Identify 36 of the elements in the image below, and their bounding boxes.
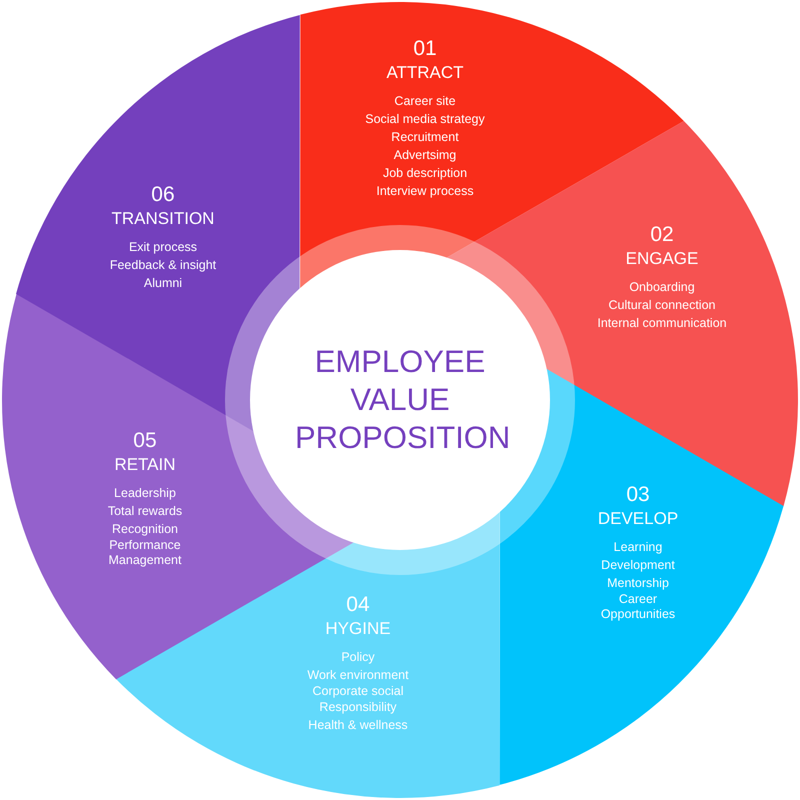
list-item: Advertsimg (394, 148, 456, 164)
list-item: Recruitment (391, 130, 459, 146)
list-item: Performance Management (108, 538, 182, 569)
list-item: Exit process (128, 240, 198, 256)
list-item: Feedback & insight (110, 258, 216, 274)
step-number: 03 (626, 482, 650, 508)
list-item: Total rewards (108, 504, 182, 520)
list-item: Corporate social Responsibility (311, 684, 404, 715)
step-number: 05 (133, 428, 157, 454)
list-item: Social media strategy (365, 112, 485, 128)
segment-heading: HYGINE (325, 618, 391, 640)
segment-heading: ENGAGE (626, 248, 698, 270)
list-item: Cultural connection (608, 298, 716, 314)
step-number: 04 (346, 592, 370, 618)
list-item: Policy (341, 650, 375, 666)
list-item: Job description (382, 166, 468, 182)
segment-heading: ATTRACT (386, 62, 464, 84)
list-item: Development (601, 558, 675, 574)
list-item: Recognition (112, 522, 178, 538)
segment-heading: DEVELOP (598, 508, 678, 530)
step-number: 01 (413, 36, 437, 62)
list-item: Work environment (307, 668, 409, 684)
step-number: 06 (151, 182, 175, 208)
list-item: Career Opportunities (600, 592, 676, 623)
list-item: Learning (614, 540, 662, 556)
list-item: Internal communication (597, 316, 727, 332)
list-item: Health & wellness (308, 718, 408, 733)
step-number: 02 (650, 222, 674, 248)
list-item: Mentorship (607, 576, 669, 592)
list-item: Onboarding (629, 280, 695, 296)
segment-heading: TRANSITION (112, 208, 214, 230)
list-item: Alumni (144, 276, 182, 292)
list-item: Career site (394, 94, 456, 110)
segment-heading: RETAIN (114, 454, 176, 476)
list-item: Leadership (114, 486, 176, 502)
list-item: Interview process (376, 184, 474, 200)
